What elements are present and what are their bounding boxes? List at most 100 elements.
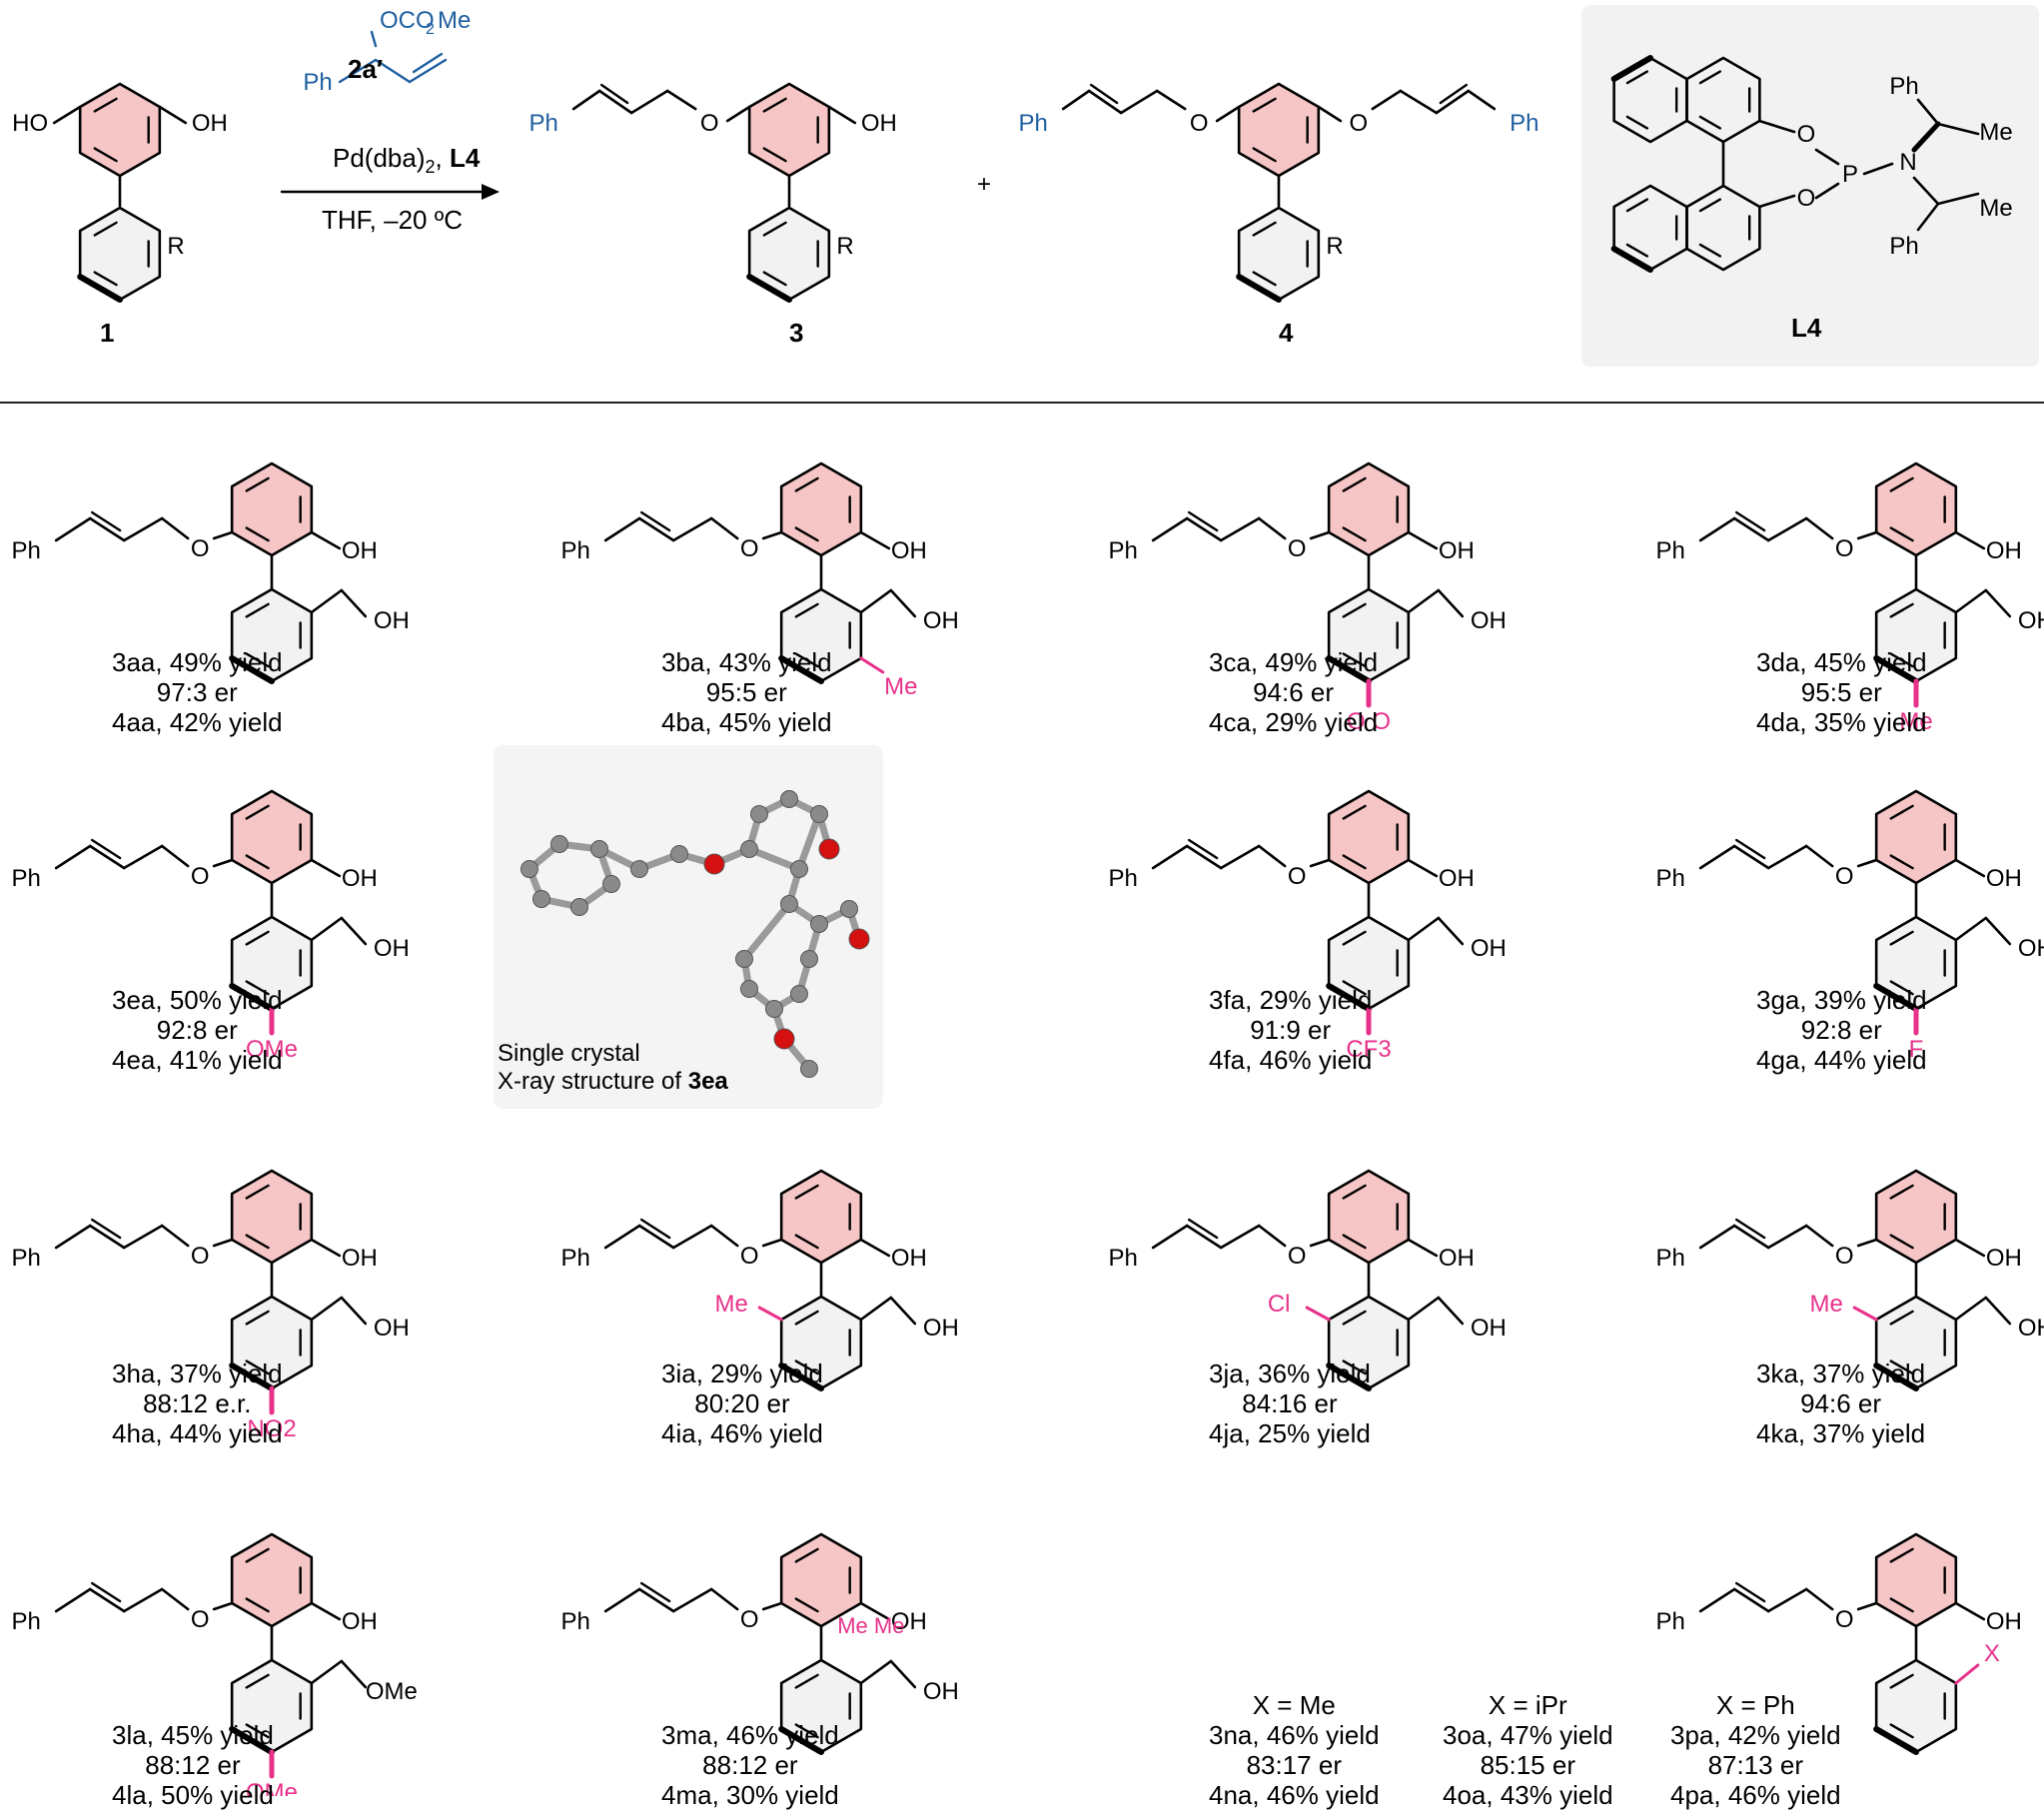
bond bbox=[1757, 194, 1796, 209]
side-chain-label: OH bbox=[923, 1678, 959, 1705]
substituent-label: O O bbox=[1347, 708, 1391, 735]
double-bond bbox=[93, 221, 118, 237]
caption-line: 3ma, 46% yield bbox=[661, 1720, 839, 1750]
double-bond bbox=[1342, 476, 1367, 492]
bond bbox=[709, 1587, 739, 1611]
bond bbox=[1087, 89, 1123, 115]
double-bond bbox=[1734, 510, 1766, 532]
double-bond bbox=[90, 1218, 122, 1240]
bond bbox=[859, 530, 891, 550]
bond bbox=[1766, 844, 1808, 870]
caption-line: 83:17 er bbox=[1246, 1750, 1342, 1780]
xray-carbon-atom bbox=[550, 835, 568, 853]
hydroxyl-label: OH bbox=[342, 1608, 378, 1635]
xray-carbon-atom bbox=[750, 805, 768, 823]
double-bond bbox=[245, 1723, 270, 1739]
caption-line: 3aa, 49% yield bbox=[112, 647, 283, 677]
hydroxyl-label: OH bbox=[1986, 537, 2022, 564]
ether-oxygen: O bbox=[1288, 1243, 1307, 1270]
substrate-r: R bbox=[167, 233, 184, 260]
wedge-bond bbox=[1873, 1726, 1919, 1755]
bond bbox=[1151, 516, 1189, 542]
xray-oxygen-atom bbox=[818, 838, 840, 860]
wedge-bond bbox=[778, 1362, 824, 1391]
bond bbox=[1911, 121, 1941, 153]
bond bbox=[158, 105, 188, 125]
phenyl-label: Ph bbox=[1655, 1245, 1684, 1272]
bond bbox=[571, 89, 601, 111]
double-bond bbox=[1698, 70, 1722, 85]
double-bond bbox=[794, 1673, 819, 1689]
ether-oxygen: O bbox=[191, 535, 210, 562]
bond bbox=[757, 1306, 783, 1322]
bond bbox=[160, 844, 190, 868]
bond bbox=[1437, 916, 1465, 946]
caption-line: 3ia, 29% yield bbox=[661, 1358, 823, 1388]
bond bbox=[637, 1587, 675, 1613]
caption-line: 4ka, 37% yield bbox=[1756, 1418, 1926, 1448]
wedge-bond bbox=[778, 655, 824, 684]
bond bbox=[1407, 1238, 1439, 1258]
bond bbox=[122, 1587, 164, 1613]
xray-caption-line1: Single crystal bbox=[498, 1040, 640, 1067]
l4-o-top: O bbox=[1797, 121, 1816, 148]
phenyl-label: Ph bbox=[1655, 865, 1684, 892]
side-chain-label: OH bbox=[2018, 935, 2044, 962]
bond bbox=[1151, 1224, 1189, 1250]
caption-line: 3na, 46% yield bbox=[1209, 1720, 1380, 1750]
double-bond bbox=[1342, 526, 1367, 542]
side-chain-label: OH bbox=[923, 1315, 959, 1342]
double-bond bbox=[245, 602, 270, 618]
reagent-me: Me bbox=[438, 7, 471, 34]
double-bond bbox=[1187, 838, 1219, 860]
bond bbox=[859, 1659, 893, 1685]
double-bond bbox=[1342, 1234, 1367, 1250]
double-bond bbox=[794, 526, 819, 542]
bond bbox=[1954, 858, 1986, 878]
l4-o-bottom: O bbox=[1797, 185, 1816, 212]
bond bbox=[408, 58, 448, 84]
bond bbox=[889, 588, 917, 618]
substrate-oh: OH bbox=[192, 110, 228, 137]
bond bbox=[340, 916, 368, 946]
bond bbox=[1912, 176, 1940, 206]
hydroxyl-label: OH bbox=[891, 1608, 927, 1635]
side-chain-label: OH bbox=[2018, 607, 2044, 634]
bond bbox=[827, 105, 857, 125]
l4-phosphorus: P bbox=[1842, 161, 1858, 188]
double-bond bbox=[1252, 147, 1277, 163]
bond bbox=[1954, 530, 1986, 550]
hydroxyl-label: OH bbox=[342, 865, 378, 892]
substituent-label: NO2 bbox=[247, 1415, 296, 1442]
bond bbox=[1119, 89, 1159, 115]
xray-carbon-atom bbox=[740, 840, 758, 858]
double-bond bbox=[1625, 115, 1649, 130]
double-bond bbox=[1252, 221, 1277, 237]
bond bbox=[859, 588, 893, 614]
wedge-bond bbox=[1326, 983, 1372, 1012]
caption-line: 80:20 er bbox=[694, 1388, 790, 1418]
caption-line: 4da, 35% yield bbox=[1756, 707, 1927, 737]
double-bond bbox=[1342, 1359, 1367, 1375]
side-chain-label: OH bbox=[374, 607, 410, 634]
bond bbox=[340, 1296, 368, 1326]
caption-line: 4ja, 25% yield bbox=[1209, 1418, 1371, 1448]
xray-bond bbox=[795, 810, 823, 873]
bond bbox=[1309, 858, 1331, 868]
bond bbox=[1954, 588, 1988, 614]
product4-ph-right: Ph bbox=[1510, 110, 1538, 137]
xray-carbon-atom bbox=[740, 980, 758, 998]
double-bond bbox=[245, 854, 270, 870]
wedge-bond bbox=[746, 274, 792, 303]
double-bond bbox=[1889, 476, 1914, 492]
phenyl-label: Ph bbox=[1108, 1245, 1137, 1272]
conditions-line2: THF, –20 ºC bbox=[322, 205, 463, 235]
